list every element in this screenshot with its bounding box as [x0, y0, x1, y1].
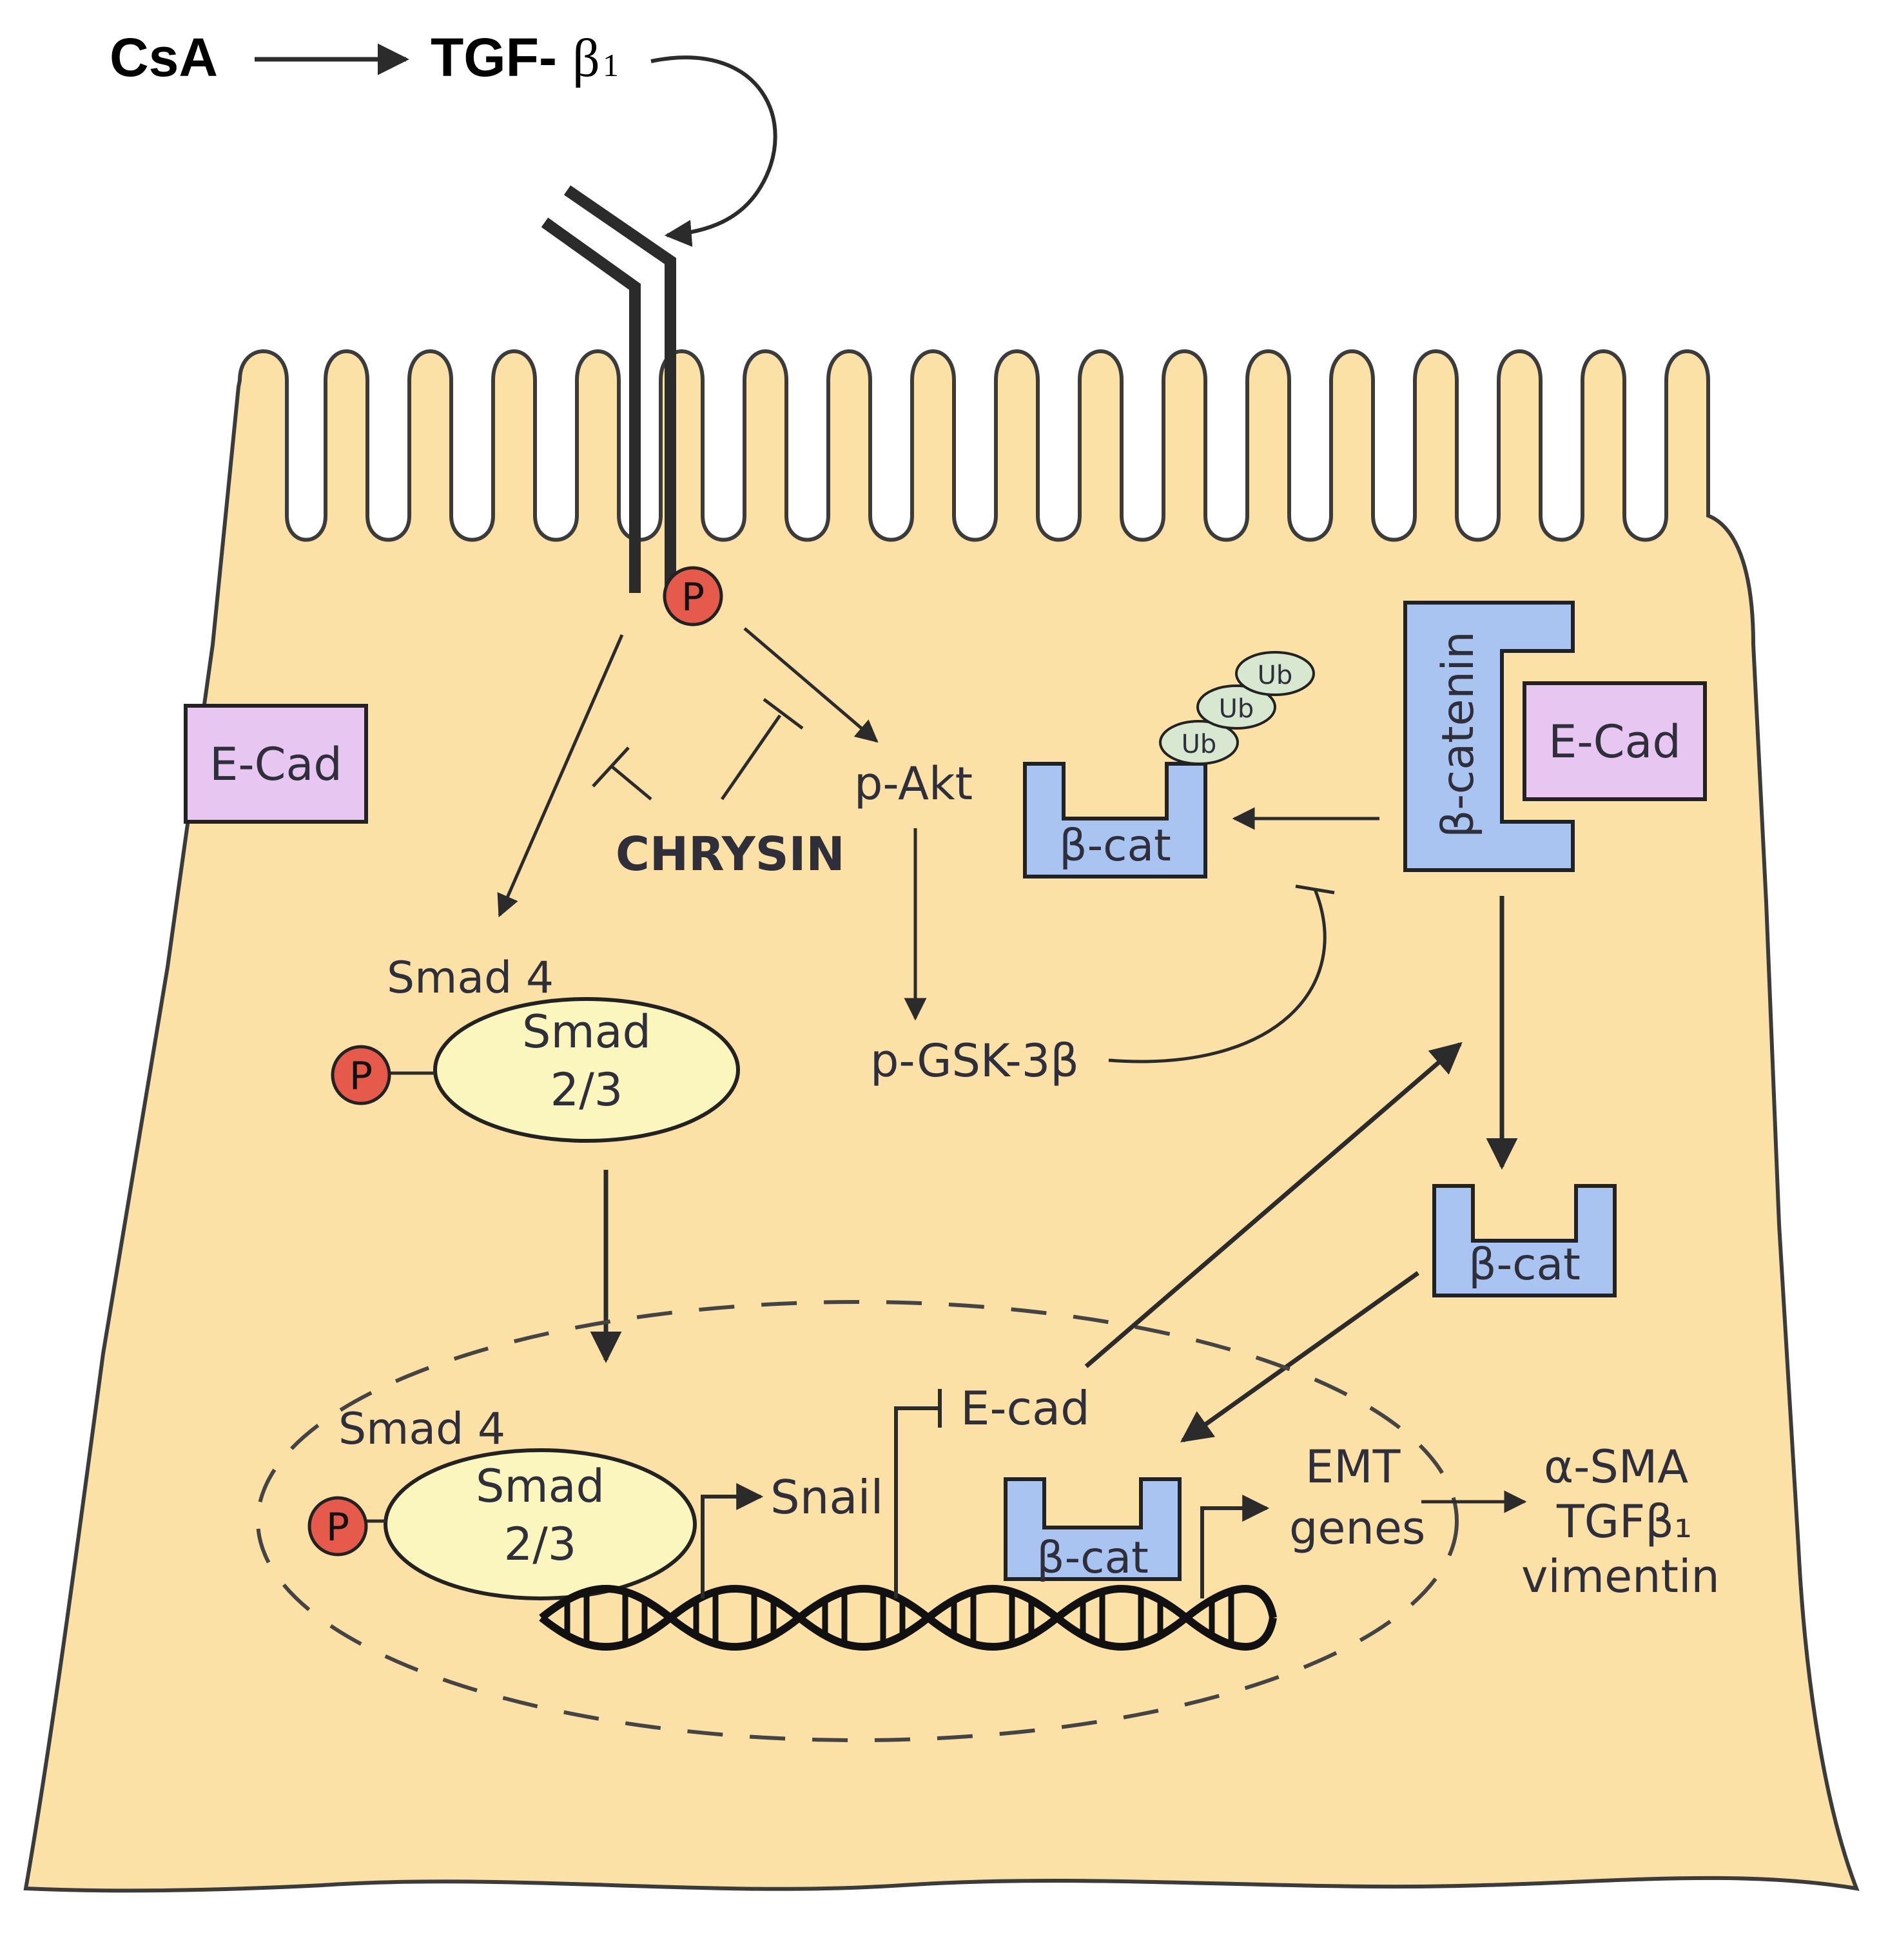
svg-text:P: P — [681, 575, 705, 620]
smad23-complex-bottom: Smad 2/3 — [384, 1448, 697, 1600]
snail-label: Snail — [770, 1470, 883, 1524]
svg-text:β-cat: β-cat — [1037, 1533, 1149, 1584]
csa-label: CsA — [110, 27, 218, 88]
smad-phosphate-bottom: P — [307, 1496, 368, 1557]
svg-text:β-catenin: β-catenin — [1433, 631, 1484, 838]
asma-label: α-SMA — [1544, 1441, 1688, 1493]
beta-cat-ubiquitinated: β-cat — [1023, 762, 1207, 878]
ecad-protein-right: E-Cad — [1523, 681, 1707, 801]
svg-text:2/3: 2/3 — [550, 1063, 623, 1116]
svg-text:Smad: Smad — [476, 1460, 605, 1513]
snail-transcription-arrow — [701, 1483, 764, 1598]
svg-text:Smad: Smad — [522, 1005, 651, 1058]
p-gsk-label: p-GSK-3β — [870, 1034, 1079, 1087]
receptor-phosphate: P — [663, 566, 723, 626]
ecad-to-membrane-arrow — [1084, 1042, 1463, 1368]
svg-text:E-Cad: E-Cad — [1548, 715, 1681, 768]
svg-text:Ub: Ub — [1182, 730, 1217, 759]
p-akt-label: p-Akt — [854, 757, 973, 810]
chrysin-inhibit-akt — [720, 698, 804, 800]
beta-catenin-complex: β-catenin — [1403, 601, 1575, 872]
smad4-label-bottom: Smad 4 — [338, 1404, 505, 1455]
receptor-to-smad-arrow — [497, 634, 624, 918]
pgsk-inhibit-degradation — [1108, 889, 1327, 1063]
ubiquitin-chain: Ub Ub Ub — [1159, 651, 1315, 765]
svg-text:P: P — [326, 1505, 349, 1550]
nucleus — [256, 1300, 1459, 1742]
ecad-protein-left: E-Cad — [184, 704, 368, 824]
beta1-subscript: 1 — [603, 47, 619, 83]
tgf-label: TGF- — [431, 27, 557, 88]
genes-label: genes — [1289, 1502, 1425, 1555]
chrysin-label: CHRYSIN — [616, 827, 845, 881]
receptor-to-pakt-arrow — [743, 627, 879, 743]
svg-text:β-cat: β-cat — [1468, 1239, 1581, 1290]
beta1-symbol: β — [572, 28, 600, 88]
beta-cat-nuclear: β-cat — [1004, 1477, 1182, 1584]
ecad-gene-label: E-cad — [960, 1381, 1090, 1435]
svg-text:β-cat: β-cat — [1059, 820, 1171, 871]
ecad-repression-line — [894, 1406, 938, 1598]
emt-label: EMT — [1305, 1441, 1401, 1493]
ligand-binding-arrow — [650, 55, 777, 247]
svg-text:E-Cad: E-Cad — [209, 738, 342, 791]
cell-body — [23, 349, 1860, 1893]
svg-text:Ub: Ub — [1258, 661, 1293, 690]
svg-text:Ub: Ub — [1219, 694, 1254, 724]
beta-cat-free: β-cat — [1432, 1184, 1617, 1297]
pgsk-inhibit-bar — [1295, 884, 1335, 895]
emt-transcription-arrow — [1200, 1495, 1270, 1598]
svg-text:2/3: 2/3 — [504, 1518, 577, 1571]
smad-phosphate-top: P — [331, 1045, 391, 1105]
smad4-label-top: Smad 4 — [387, 953, 554, 1004]
dna-helix — [539, 1585, 1277, 1651]
tgf-receptor — [541, 185, 676, 593]
smad23-complex-top: Smad 2/3 — [433, 997, 740, 1143]
tgfb1-label: TGFβ₁ — [1556, 1495, 1692, 1548]
chrysin-inhibit-smad — [592, 746, 652, 800]
svg-text:P: P — [349, 1054, 373, 1099]
vimentin-label: vimentin — [1521, 1550, 1720, 1603]
catenin-to-nucleus-arrow — [1180, 1271, 1420, 1442]
